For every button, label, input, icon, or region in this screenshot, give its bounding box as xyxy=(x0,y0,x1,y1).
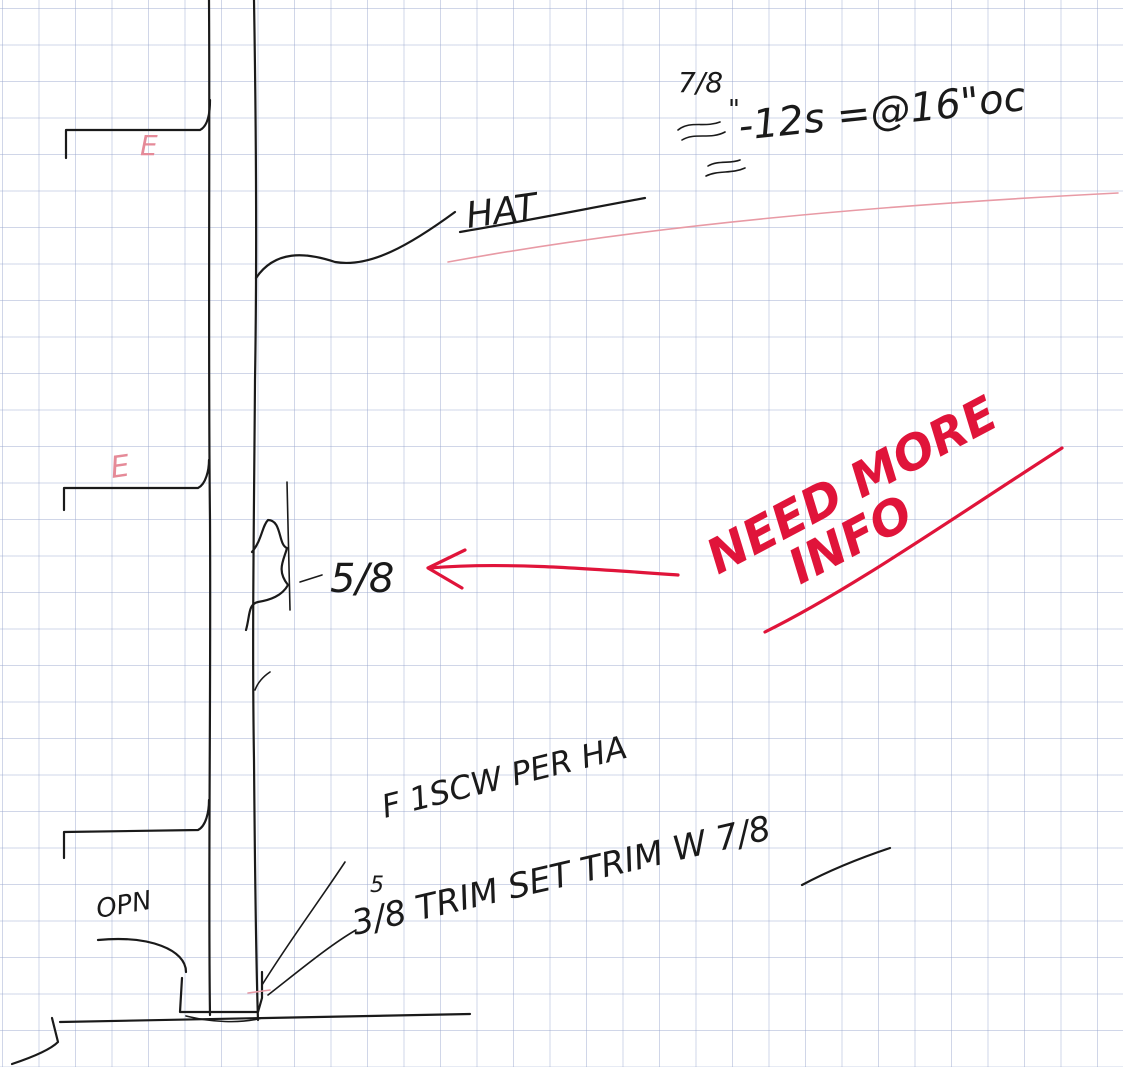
e-mark-top: E xyxy=(140,129,158,162)
base-trim-inner xyxy=(185,1015,263,1023)
hat-label: HAT xyxy=(464,186,543,237)
floor-line xyxy=(58,1012,472,1024)
formula-scribble xyxy=(705,159,746,177)
open-label: OPN xyxy=(94,886,154,925)
formula-expression: -12s =@16"oc xyxy=(736,74,1027,150)
open-leader xyxy=(96,938,188,974)
formula-crossout xyxy=(677,121,726,141)
trim-leader-2 xyxy=(267,929,357,996)
e-mark-middle: E xyxy=(108,449,132,486)
lower-curl xyxy=(254,671,271,691)
dimension-label: 5/8 xyxy=(330,556,394,602)
bracket-lower xyxy=(62,798,211,860)
trim-note: 3/8 TRIM SET TRIM W 7/8 xyxy=(348,808,774,943)
f-label: F 1SCW PER HA xyxy=(378,728,631,826)
formula-fraction: 7/8 xyxy=(678,66,723,99)
red-arrow-shaft xyxy=(428,563,680,577)
hat-leader xyxy=(254,210,457,280)
red-underline xyxy=(763,446,1064,634)
base-trim-shape xyxy=(178,970,264,1014)
red-small-mark xyxy=(247,989,271,994)
red-arrow-head xyxy=(426,548,467,590)
trim-superscript: 5 xyxy=(370,873,384,898)
dimension-tick xyxy=(299,574,323,583)
formula-inch: " xyxy=(728,95,740,125)
dimension-bracket xyxy=(286,481,291,611)
trim-underline xyxy=(800,846,892,887)
hat-underline xyxy=(458,196,647,234)
floor-left-hook xyxy=(10,1016,60,1066)
red-strike-line xyxy=(447,192,1119,263)
jagged-section xyxy=(244,518,290,632)
wall-right-line xyxy=(252,0,260,1022)
wall-left-line xyxy=(207,0,212,1017)
bracket-middle xyxy=(62,458,211,512)
trim-leader-1 xyxy=(261,861,346,986)
bracket-top xyxy=(64,98,212,160)
